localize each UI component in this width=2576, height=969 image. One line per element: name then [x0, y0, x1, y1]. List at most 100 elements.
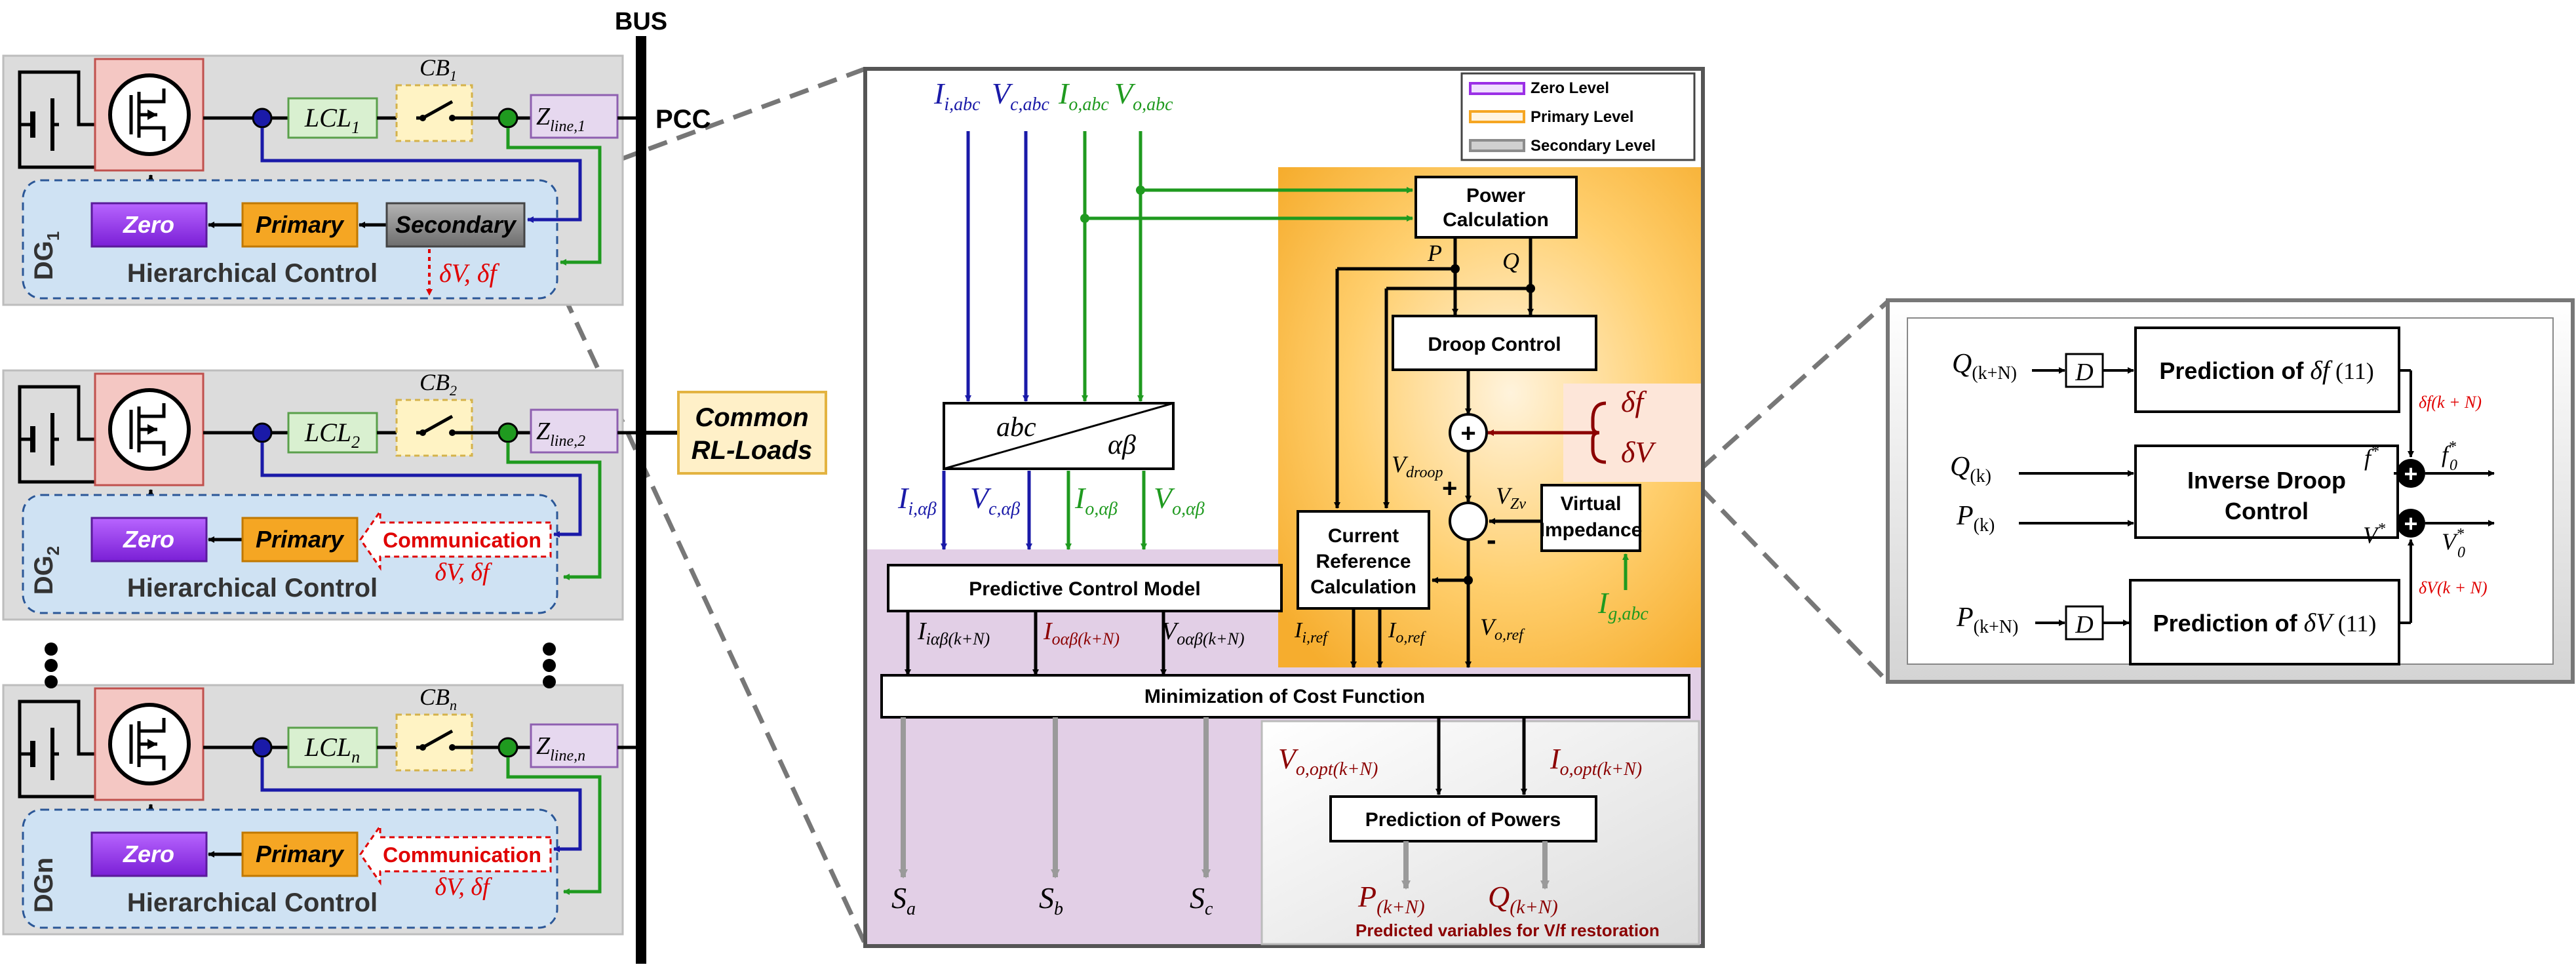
zline-label: Zline,2	[536, 418, 585, 450]
zline-label: Zline,1	[536, 103, 585, 135]
primary-level-block	[241, 831, 359, 877]
communication-arrow	[359, 823, 552, 886]
zero-level-block	[90, 517, 208, 563]
iiref-label: Ii,ref	[1294, 618, 1329, 646]
legend-zero: Zero Level	[1531, 79, 1609, 97]
delay-1-label: D	[2075, 359, 2093, 386]
lcl-label: LCL1	[304, 103, 360, 137]
inverse-line1: Inverse Droop	[2187, 467, 2346, 494]
primary-level-block	[241, 517, 359, 563]
virtual-impedance-block	[1540, 484, 1641, 552]
pred-ii-label: Iiαβ(k+N)	[917, 618, 990, 648]
hierarchical-control-label: Hierarchical Control	[127, 574, 378, 603]
sc-label: Sc	[1190, 881, 1213, 919]
primary-level-block	[241, 202, 359, 248]
cb-label: CBn	[420, 684, 457, 713]
sum-f	[2396, 459, 2425, 488]
v-star: V*	[2363, 521, 2385, 548]
out-io-ab: Io,αβ	[1074, 481, 1118, 519]
primary-label: Primary	[256, 211, 345, 238]
vdroop-label: Vdroop	[1392, 451, 1443, 481]
delay-2-label: D	[2075, 611, 2093, 639]
pred-io-label: Ioαβ(k+N)	[1043, 618, 1120, 648]
cost-label: Minimization of Cost Function	[1144, 686, 1425, 707]
input-ii: Ii,abc	[933, 77, 981, 115]
zoom-line	[562, 66, 867, 183]
primary-label: Primary	[256, 526, 345, 553]
secondary-delta-label: δV, δf	[439, 258, 499, 288]
predictive-control-block: Zero Level Primary Level Secondary Level…	[863, 67, 1705, 948]
q-kn-in: Q(k+N)	[1952, 349, 2017, 384]
primary-label: Primary	[256, 840, 345, 867]
dg-name: DG2	[29, 546, 63, 595]
secondary-label: Secondary	[395, 211, 517, 238]
pcm-label: Predictive Control Model	[969, 578, 1200, 600]
pred-powers-label: Prediction of Powers	[1365, 809, 1561, 831]
secondary-level-block	[385, 202, 526, 248]
power-calculation-block	[1415, 176, 1578, 239]
sb-label: Sb	[1039, 881, 1063, 919]
current-reference-block	[1297, 510, 1430, 610]
prediction-df-block	[2134, 326, 2400, 413]
vzv-label: VZv	[1496, 483, 1526, 513]
svg-text:+: +	[2404, 460, 2417, 487]
dv-kn-label: δV(k + N)	[2419, 578, 2488, 597]
zero-label: Zero	[123, 526, 174, 553]
q-label: Q	[1502, 248, 1519, 274]
out-ii-ab: Ii,αβ	[897, 481, 937, 519]
circuit-breaker	[395, 399, 473, 457]
input-io: Io,abc	[1058, 77, 1109, 115]
p-label: P	[1427, 240, 1442, 266]
cb-label: CB1	[420, 54, 457, 84]
input-vc: Vc,abc	[992, 77, 1050, 115]
out-vo-ab: Vo,αβ	[1154, 481, 1205, 519]
p-kn-label: P(k+N)	[1357, 880, 1425, 918]
comm-delta-label: δV, δf	[435, 873, 492, 901]
zero-label: Zero	[123, 840, 174, 867]
cb-label: CB2	[420, 369, 457, 399]
zero-level-block	[90, 202, 208, 248]
bus-label: BUS	[615, 8, 667, 35]
legend-primary: Primary Level	[1531, 108, 1633, 126]
p-k-in: P(k)	[1956, 501, 1995, 536]
delta-v-input: δV	[1621, 435, 1656, 469]
communication-label: Communication	[383, 528, 541, 552]
delay-block-2	[2065, 605, 2104, 641]
secondary-prediction-block: Q(k+N) D Prediction of δf (11) δf(k + N)…	[1886, 298, 2575, 684]
dg-name: DGn	[29, 858, 58, 913]
sum-v	[2396, 509, 2425, 538]
sum2-minus: -	[1487, 524, 1496, 556]
pcc-label: PCC	[655, 105, 711, 134]
sum-plus: +	[1460, 419, 1475, 448]
virtual-line2: Impedance	[1540, 519, 1643, 541]
loads-line2: RL-Loads	[692, 436, 812, 465]
out-vc-ab: Vc,αβ	[970, 481, 1020, 519]
loads-line1: Common	[695, 403, 808, 432]
ellipsis-dots	[45, 643, 556, 688]
transform-alphabeta: αβ	[1108, 430, 1136, 460]
svg-text:+: +	[2404, 510, 2417, 537]
line-impedance	[530, 723, 619, 768]
q-k-in: Q(k)	[1950, 452, 1991, 486]
df-kn-label: δf(k + N)	[2419, 393, 2482, 412]
line-impedance	[530, 94, 619, 139]
lcl-filter	[287, 726, 378, 768]
v0-out: V*0	[2442, 526, 2465, 561]
inverse-droop-block	[2134, 445, 2399, 539]
zline-label: Zline,n	[536, 732, 585, 764]
common-rl-loads	[677, 391, 827, 475]
input-vo: Vo,abc	[1114, 77, 1173, 115]
vopt-label: Vo,opt(k+N)	[1278, 743, 1378, 780]
delay-block-1	[2065, 353, 2104, 388]
curref-line1: Current	[1328, 525, 1399, 547]
restoration-caption: Predicted variables for V/f restoration	[1356, 920, 1660, 940]
power-calc-line2: Calculation	[1443, 209, 1549, 231]
lcl-label: LCLn	[304, 732, 360, 766]
transform-abc: abc	[996, 412, 1036, 443]
zoom-line	[1699, 300, 1890, 471]
droop-control-block	[1392, 315, 1597, 371]
